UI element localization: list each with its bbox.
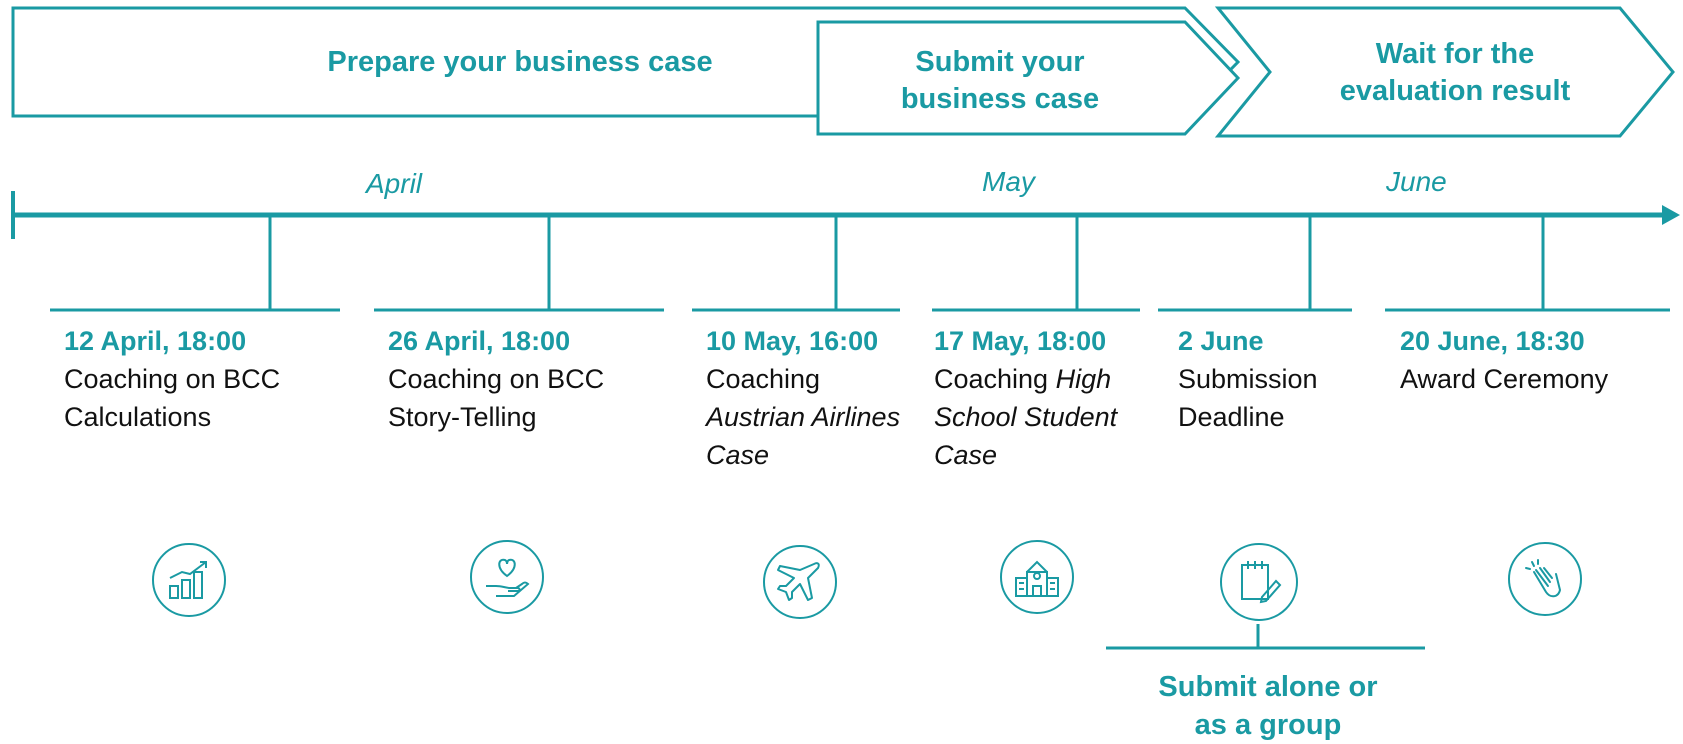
clapping-hands-icon: [1508, 542, 1582, 616]
timeline-arrowhead: [1662, 205, 1680, 225]
event-description: Coaching Austrian Airlines Case: [706, 360, 906, 474]
event-description-italic: Austrian Airlines Case: [706, 402, 901, 470]
event-item: 2 June Submission Deadline: [1178, 322, 1348, 436]
event-item: 17 May, 18:00 Coaching High School Stude…: [934, 322, 1154, 474]
event-description-italic: High School Student Case: [934, 364, 1118, 470]
event-item: 10 May, 16:00 Coaching Austrian Airlines…: [706, 322, 906, 474]
airplane-icon: [763, 545, 837, 619]
phase-arrow-submit: [816, 20, 1241, 136]
event-date: 26 April, 18:00: [388, 326, 571, 356]
event-item: 26 April, 18:00 Coaching on BCC Story-Te…: [388, 322, 668, 436]
event-description: Coaching on BCC Calculations: [64, 364, 281, 432]
event-connectors: [50, 215, 1670, 650]
event-date: 17 May, 18:00: [934, 326, 1107, 356]
month-june: June: [1386, 166, 1447, 197]
event-item: 20 June, 18:30 Award Ceremony: [1400, 322, 1680, 398]
event-description: Award Ceremony: [1400, 364, 1609, 394]
phase-arrow-wait: [1214, 6, 1675, 138]
event-description: Submission Deadline: [1178, 364, 1318, 432]
event-date: 10 May, 16:00: [706, 326, 879, 356]
event-item: 12 April, 18:00 Coaching on BCC Calculat…: [64, 322, 344, 436]
month-may: May: [982, 166, 1035, 197]
event-date: 20 June, 18:30: [1400, 326, 1585, 356]
heart-in-hand-icon: [470, 540, 544, 614]
event-description: Coaching High School Student Case: [934, 360, 1154, 474]
event-description: Coaching on BCC Story-Telling: [388, 364, 605, 432]
month-april: April: [366, 168, 423, 199]
notepad-pencil-icon: [1220, 543, 1298, 621]
growth-chart-icon: [152, 543, 226, 617]
event-date: 2 June: [1178, 326, 1264, 356]
phase-label-prepare: Prepare your business case: [327, 46, 713, 78]
event-date: 12 April, 18:00: [64, 326, 247, 356]
event-description-plain: Coaching: [706, 364, 821, 394]
school-building-icon: [1000, 540, 1074, 614]
event-description-plain: Coaching: [934, 364, 1049, 394]
